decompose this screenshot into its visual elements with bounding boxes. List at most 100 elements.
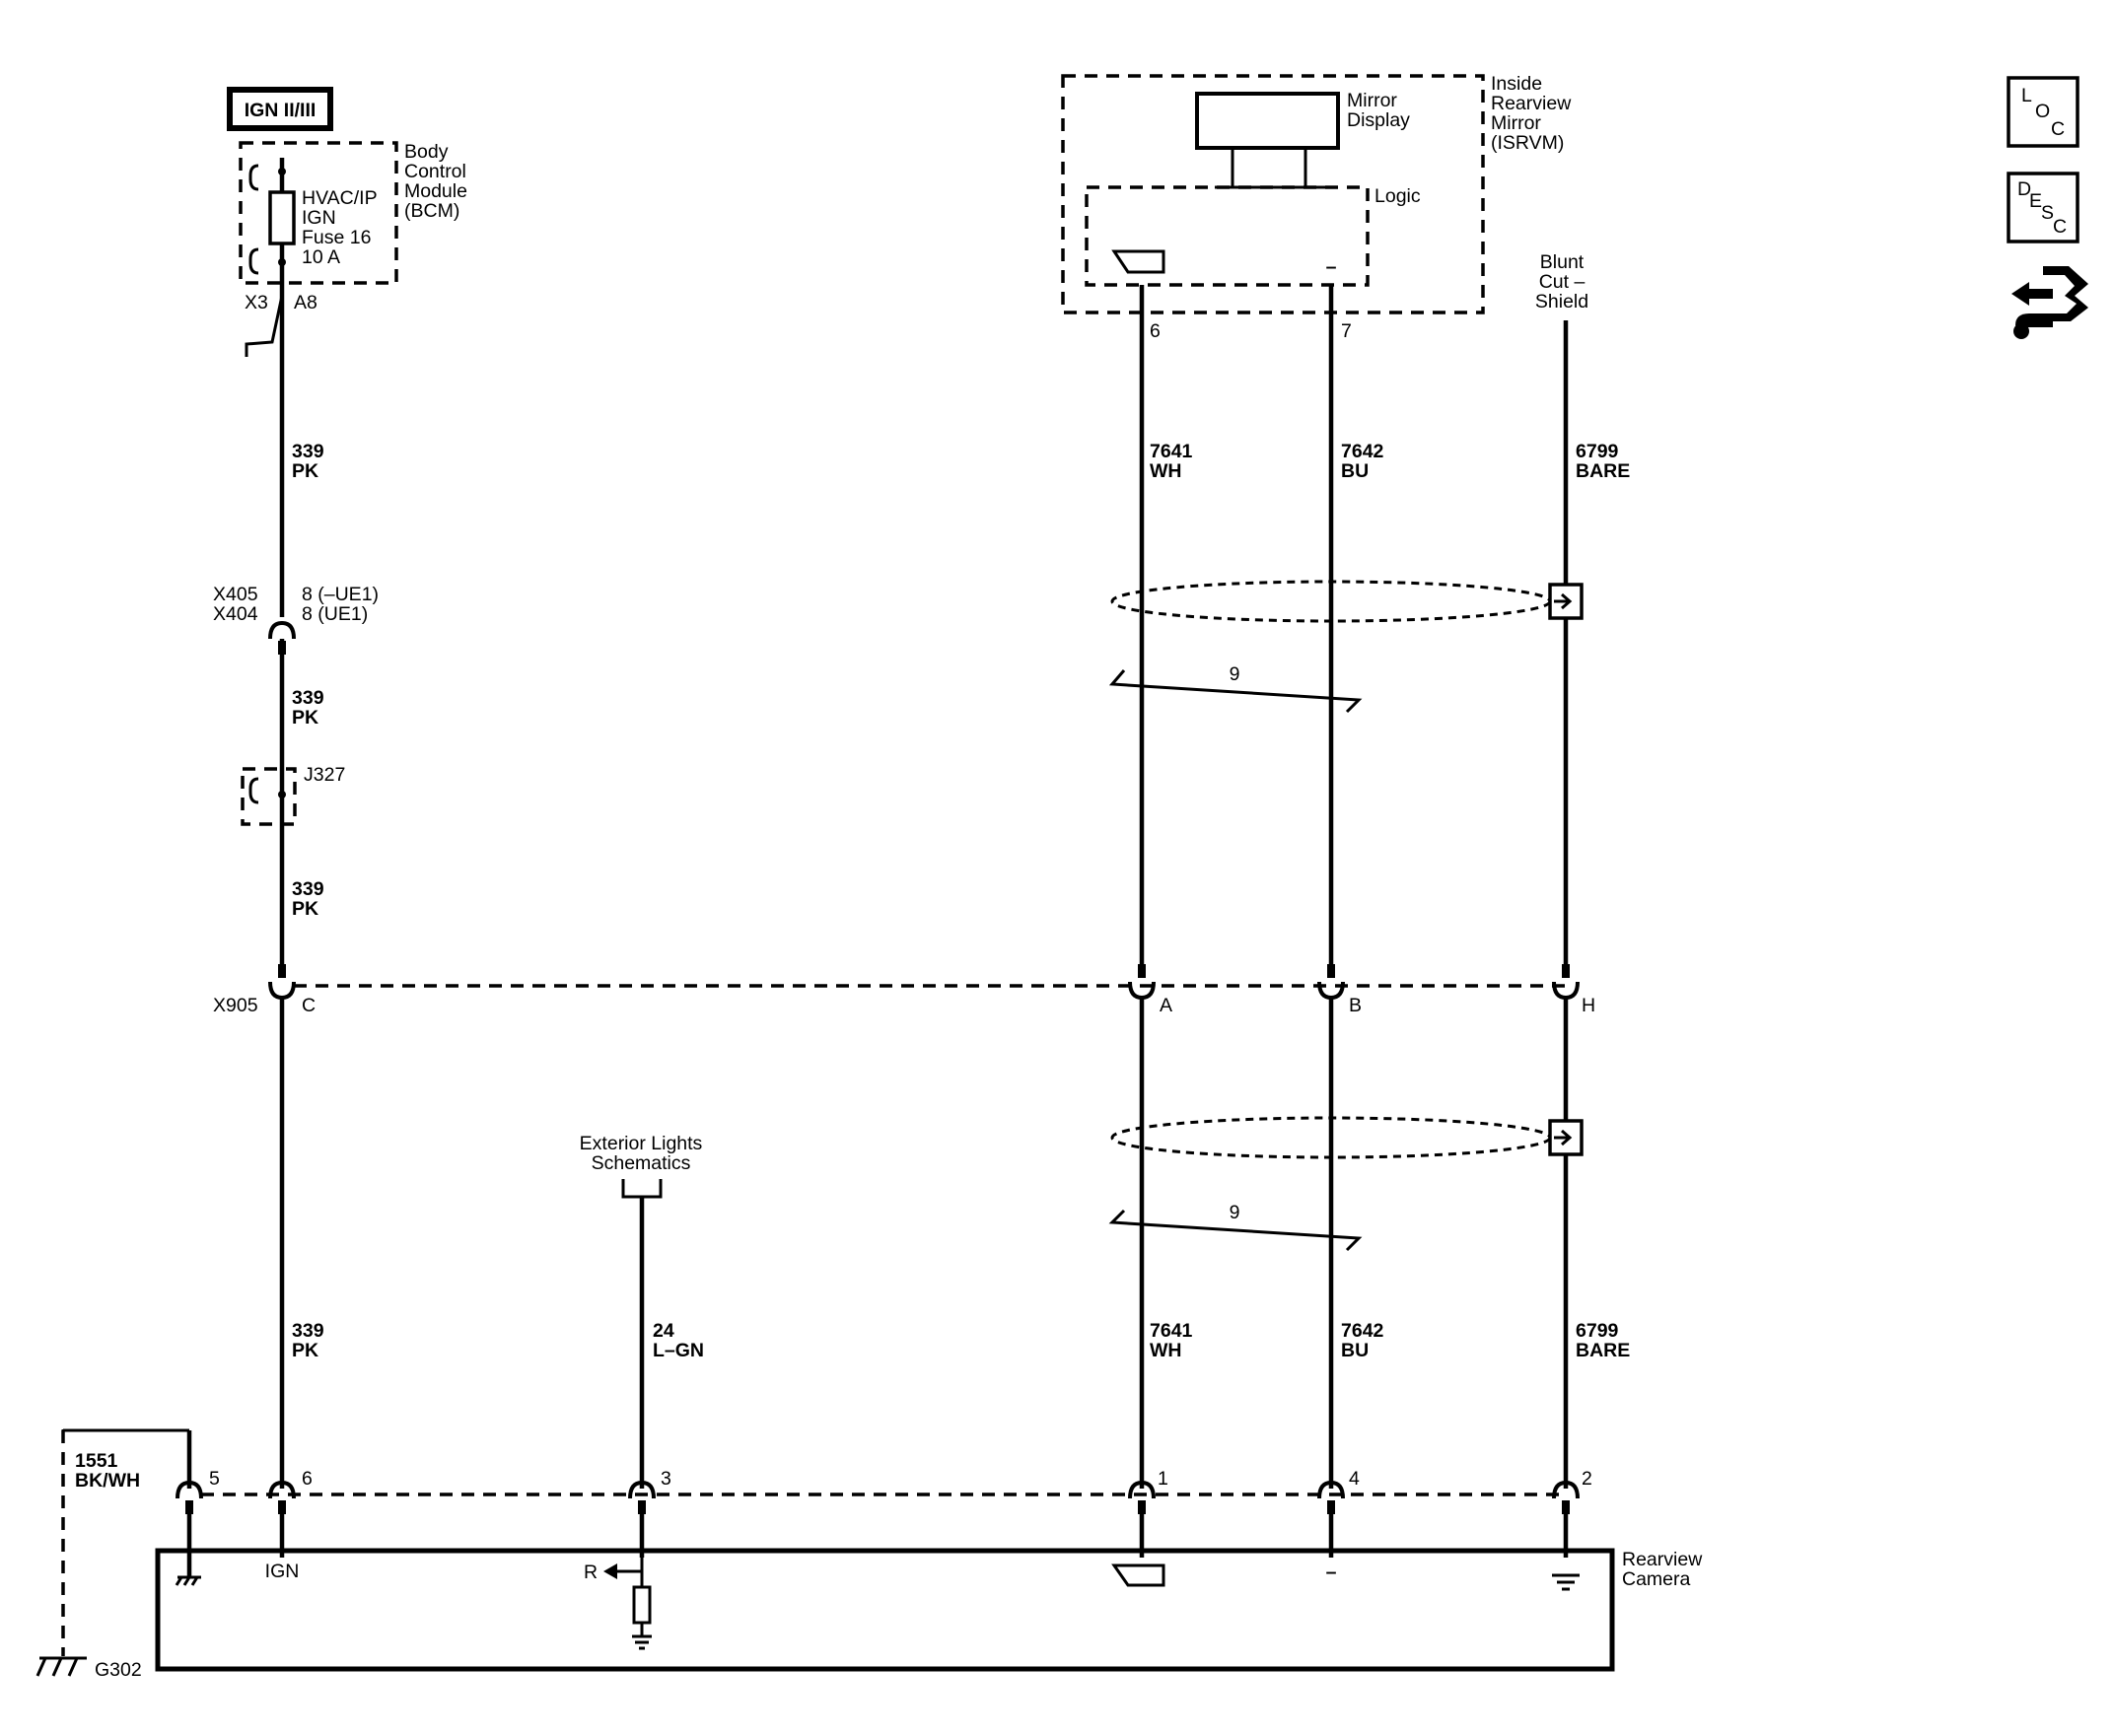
isrvm-logic-label: Logic bbox=[1374, 185, 1421, 207]
shield-upper bbox=[1110, 580, 1584, 623]
ign-circuit-number-3: 339 bbox=[292, 878, 324, 900]
ign-wire-color-3: PK bbox=[292, 898, 318, 920]
signal-wire-color-2: WH bbox=[1150, 1340, 1182, 1361]
camera-pin-6 bbox=[268, 1480, 296, 1514]
isrvm-name-line-3: Mirror bbox=[1491, 112, 1541, 134]
camera-low-symbol: – bbox=[1326, 1562, 1337, 1583]
fuse-label-line-3: Fuse 16 bbox=[302, 227, 371, 248]
camera-pin-2 bbox=[1552, 1480, 1580, 1514]
video-signal-symbol bbox=[1111, 249, 1165, 274]
shield-line-1: Blunt bbox=[1540, 251, 1585, 273]
bcm-module: Body Control Module (BCM) bbox=[239, 141, 467, 285]
mirror-display: Mirror Display bbox=[1195, 90, 1410, 189]
ign-wire-color-1: PK bbox=[292, 460, 318, 482]
x905-pin-label-a: A bbox=[1160, 995, 1172, 1016]
repair-icon[interactable] bbox=[2011, 266, 2088, 339]
shield-lower bbox=[1110, 1116, 1584, 1159]
location-icon[interactable]: L O C bbox=[2007, 76, 2079, 148]
loc-letter-o: O bbox=[2035, 101, 2050, 122]
ground-wire-color: BK/WH bbox=[75, 1470, 140, 1492]
ground-id-label: G302 bbox=[95, 1659, 142, 1681]
power-source-box: IGN II/III bbox=[227, 87, 333, 131]
x405-pin-label: 8 (–UE1) bbox=[302, 584, 379, 605]
isrvm-name-line-1: Inside bbox=[1491, 73, 1542, 95]
isrvm-low-symbol: – bbox=[1326, 256, 1337, 278]
twisted-pair-upper bbox=[1108, 669, 1363, 714]
camera-chassis-ground-icon bbox=[175, 1575, 201, 1586]
bcm-fuse: HVAC/IP IGN Fuse 16 10 A bbox=[248, 158, 378, 278]
loc-letter-c: C bbox=[2051, 118, 2065, 140]
camera-pin-4 bbox=[1317, 1480, 1345, 1514]
ign-circuit-number-1: 339 bbox=[292, 441, 324, 462]
camera-pin-label-6: 6 bbox=[302, 1468, 313, 1490]
drain-wire-color-2: BARE bbox=[1576, 1340, 1630, 1361]
x905-pin-c bbox=[268, 964, 296, 1001]
desc-letter-s: S bbox=[2041, 202, 2054, 224]
isrvm-name-line-2: Rearview bbox=[1491, 93, 1572, 114]
signal-circuit-number-1: 7641 bbox=[1150, 441, 1193, 462]
shield-line-2: Cut – bbox=[1539, 271, 1586, 293]
rearview-camera: Rearview Camera bbox=[155, 1548, 1703, 1672]
signal-wire-color-1: WH bbox=[1150, 460, 1182, 482]
splice-label: J327 bbox=[304, 764, 345, 786]
bcm-connector-label: X3 bbox=[245, 292, 268, 313]
ign-wire-color-4: PK bbox=[292, 1340, 318, 1361]
isrvm-module: Inside Rearview Mirror (ISRVM) bbox=[1061, 73, 1572, 314]
bcm-connector-symbol bbox=[245, 295, 284, 357]
ign-wire-color-2: PK bbox=[292, 707, 318, 729]
exterior-wire-color: L–GN bbox=[653, 1340, 704, 1361]
isrvm-pin-6: 6 bbox=[1150, 320, 1161, 342]
ign-circuit-number-4: 339 bbox=[292, 1320, 324, 1342]
camera-video-signal-symbol bbox=[1111, 1563, 1165, 1587]
camera-pin-1 bbox=[1128, 1480, 1156, 1514]
drain-circuit-number-1: 6799 bbox=[1576, 441, 1619, 462]
drain-circuit-number-2: 6799 bbox=[1576, 1320, 1619, 1342]
bcm-name-line-2: Control bbox=[404, 161, 466, 182]
camera-pin-label-5: 5 bbox=[209, 1468, 220, 1490]
x405-label: X405 bbox=[213, 584, 258, 605]
camera-name-line-2: Camera bbox=[1622, 1568, 1691, 1590]
power-source-label: IGN II/III bbox=[245, 100, 317, 121]
exterior-lights-reference bbox=[621, 1179, 663, 1199]
camera-pin-3 bbox=[628, 1480, 656, 1514]
desc-letter-d: D bbox=[2017, 178, 2031, 200]
camera-pin-label-3: 3 bbox=[661, 1468, 671, 1490]
mirror-display-line-1: Mirror bbox=[1347, 90, 1397, 111]
camera-pin-5 bbox=[176, 1480, 203, 1514]
mirror-display-line-2: Display bbox=[1347, 109, 1410, 131]
bcm-name-line-1: Body bbox=[404, 141, 449, 163]
isrvm-name-line-4: (ISRVM) bbox=[1491, 132, 1564, 154]
twist-count-upper: 9 bbox=[1230, 663, 1240, 685]
loc-letter-l: L bbox=[2021, 85, 2032, 106]
x905-pin-label-h: H bbox=[1582, 995, 1595, 1016]
camera-pin-label-2: 2 bbox=[1582, 1468, 1592, 1490]
low-circuit-number-1: 7642 bbox=[1341, 441, 1384, 462]
ign-circuit-number-2: 339 bbox=[292, 687, 324, 709]
splice-j327 bbox=[241, 767, 297, 826]
x905-pin-label-c: C bbox=[302, 995, 316, 1016]
reverse-input-symbol bbox=[603, 1558, 652, 1650]
camera-name-line-1: Rearview bbox=[1622, 1549, 1703, 1570]
isrvm-pin-7: 7 bbox=[1341, 320, 1352, 342]
exterior-circuit-number: 24 bbox=[653, 1320, 674, 1342]
ground-circuit-number: 1551 bbox=[75, 1450, 118, 1472]
camera-reverse-label: R bbox=[584, 1562, 598, 1583]
exterior-lights-line-2: Schematics bbox=[592, 1152, 691, 1174]
low-wire-color-1: BU bbox=[1341, 460, 1369, 482]
shield-line-3: Shield bbox=[1535, 291, 1588, 312]
chassis-ground-icon bbox=[35, 1656, 87, 1677]
isrvm-logic: Logic – bbox=[1085, 185, 1421, 287]
twist-count-lower: 9 bbox=[1230, 1202, 1240, 1223]
camera-signal-ground-icon bbox=[1552, 1573, 1580, 1591]
bcm-name-line-3: Module bbox=[404, 180, 467, 202]
camera-pin-label-1: 1 bbox=[1158, 1468, 1168, 1490]
low-wire-color-2: BU bbox=[1341, 1340, 1369, 1361]
connector-x405-x404 bbox=[268, 620, 296, 655]
fuse-label-line-1: HVAC/IP bbox=[302, 187, 378, 209]
description-icon[interactable]: D E S C bbox=[2007, 172, 2079, 243]
x404-label: X404 bbox=[213, 603, 258, 625]
x404-pin-label: 8 (UE1) bbox=[302, 603, 368, 625]
x905-label: X905 bbox=[213, 995, 258, 1016]
fuse-label-line-2: IGN bbox=[302, 207, 336, 229]
